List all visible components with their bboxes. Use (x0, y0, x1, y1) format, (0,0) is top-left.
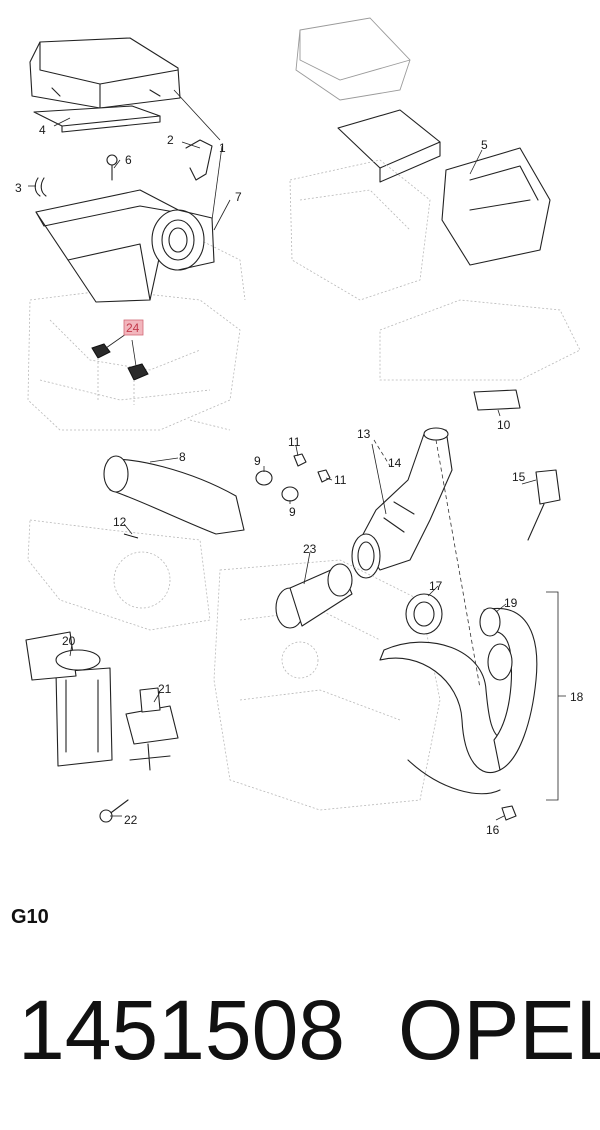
callout-15: 15 (512, 470, 526, 484)
callout-2: 2 (167, 133, 174, 147)
callout-17: 17 (429, 579, 443, 593)
callout-1: 1 (219, 141, 226, 155)
secondary-air-pump-illustration (25, 631, 179, 823)
callout-6: 6 (125, 153, 132, 167)
parts-diagram: 1 2 3 4 5 6 7 8 9 9 10 11 11 12 13 14 15… (15, 17, 584, 837)
intake-duct-illustration (27, 453, 331, 631)
callout-24: 24 (126, 321, 140, 335)
air-box-housing-illustration (289, 17, 581, 411)
callout-9a: 9 (254, 454, 261, 468)
callout-20: 20 (62, 634, 76, 648)
callout-22: 22 (124, 813, 138, 827)
callout-19: 19 (504, 596, 518, 610)
callout-13: 13 (357, 427, 371, 441)
callout-3: 3 (15, 181, 22, 195)
callout-8: 8 (179, 450, 186, 464)
brand-name: OPEL (398, 983, 600, 1077)
callout-23: 23 (303, 542, 317, 556)
callout-7: 7 (235, 190, 242, 204)
part-number: 1451508 (18, 983, 346, 1077)
leader-lines (28, 89, 566, 821)
engine-hose-illustration (213, 559, 538, 821)
callout-18: 18 (570, 690, 584, 704)
callout-16: 16 (486, 823, 500, 837)
callout-24-highlight (123, 319, 144, 336)
callout-11b: 11 (334, 473, 347, 487)
callout-14: 14 (388, 456, 402, 470)
callout-10: 10 (497, 418, 511, 432)
callout-4: 4 (39, 123, 46, 137)
intake-hose-illustration (351, 427, 561, 579)
air-cleaner-assembly-illustration (27, 37, 246, 431)
callout-21: 21 (158, 682, 172, 696)
callout-5: 5 (481, 138, 488, 152)
section-label: G10 (11, 906, 49, 928)
callout-9b: 9 (289, 505, 296, 519)
callout-11a: 11 (288, 435, 301, 449)
callout-12: 12 (113, 515, 127, 529)
callout-labels: 1 2 3 4 5 6 7 8 9 9 10 11 11 12 13 14 15… (15, 123, 584, 837)
